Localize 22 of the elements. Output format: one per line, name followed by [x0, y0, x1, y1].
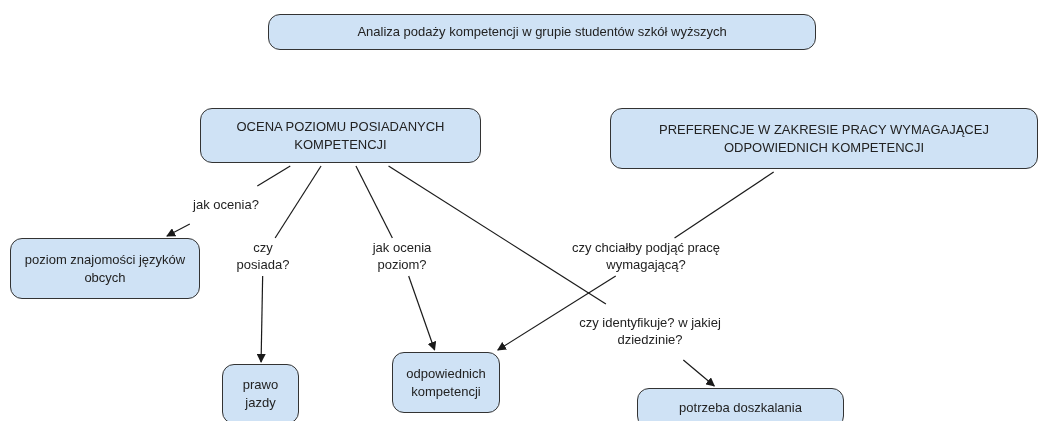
arrow	[166, 223, 191, 237]
connector-line	[387, 165, 607, 305]
connector-line	[355, 165, 393, 239]
concept-box: potrzeba doszkalania	[637, 388, 844, 421]
link-phrase: czy posiada?	[226, 238, 300, 276]
concept-box: Analiza podaży kompetencji w grupie studentów szkół wyższych	[268, 14, 816, 50]
concept-box: OCENA POZIOMU POSIADANYCH KOMPETENCJI	[200, 108, 481, 163]
concept-box: poziom znajomości języków obcych	[10, 238, 200, 299]
concept-box: PREFERENCJE W ZAKRESIE PRACY WYMAGAJĄCEJ ODPOWIEDNICH KOMPETENCJI	[610, 108, 1038, 169]
connector-line	[274, 165, 322, 239]
link-phrase: czy chciałby podjąć pracę wymagającą?	[562, 238, 730, 276]
arrow	[256, 275, 266, 363]
link-phrase: jak ocenia poziom?	[352, 238, 452, 276]
link-phrase: czy identyfikuje? w jakiej dziedzinie?	[570, 304, 730, 360]
link-phrase: jak ocenia?	[188, 186, 264, 224]
arrow	[497, 275, 617, 351]
arrow	[408, 275, 437, 351]
arrow	[682, 359, 715, 387]
concept-box: prawo jazdy	[222, 364, 299, 421]
connector-line	[673, 171, 775, 239]
concept-box: odpowiednich kompetencji	[392, 352, 500, 413]
connector-line	[256, 165, 291, 187]
